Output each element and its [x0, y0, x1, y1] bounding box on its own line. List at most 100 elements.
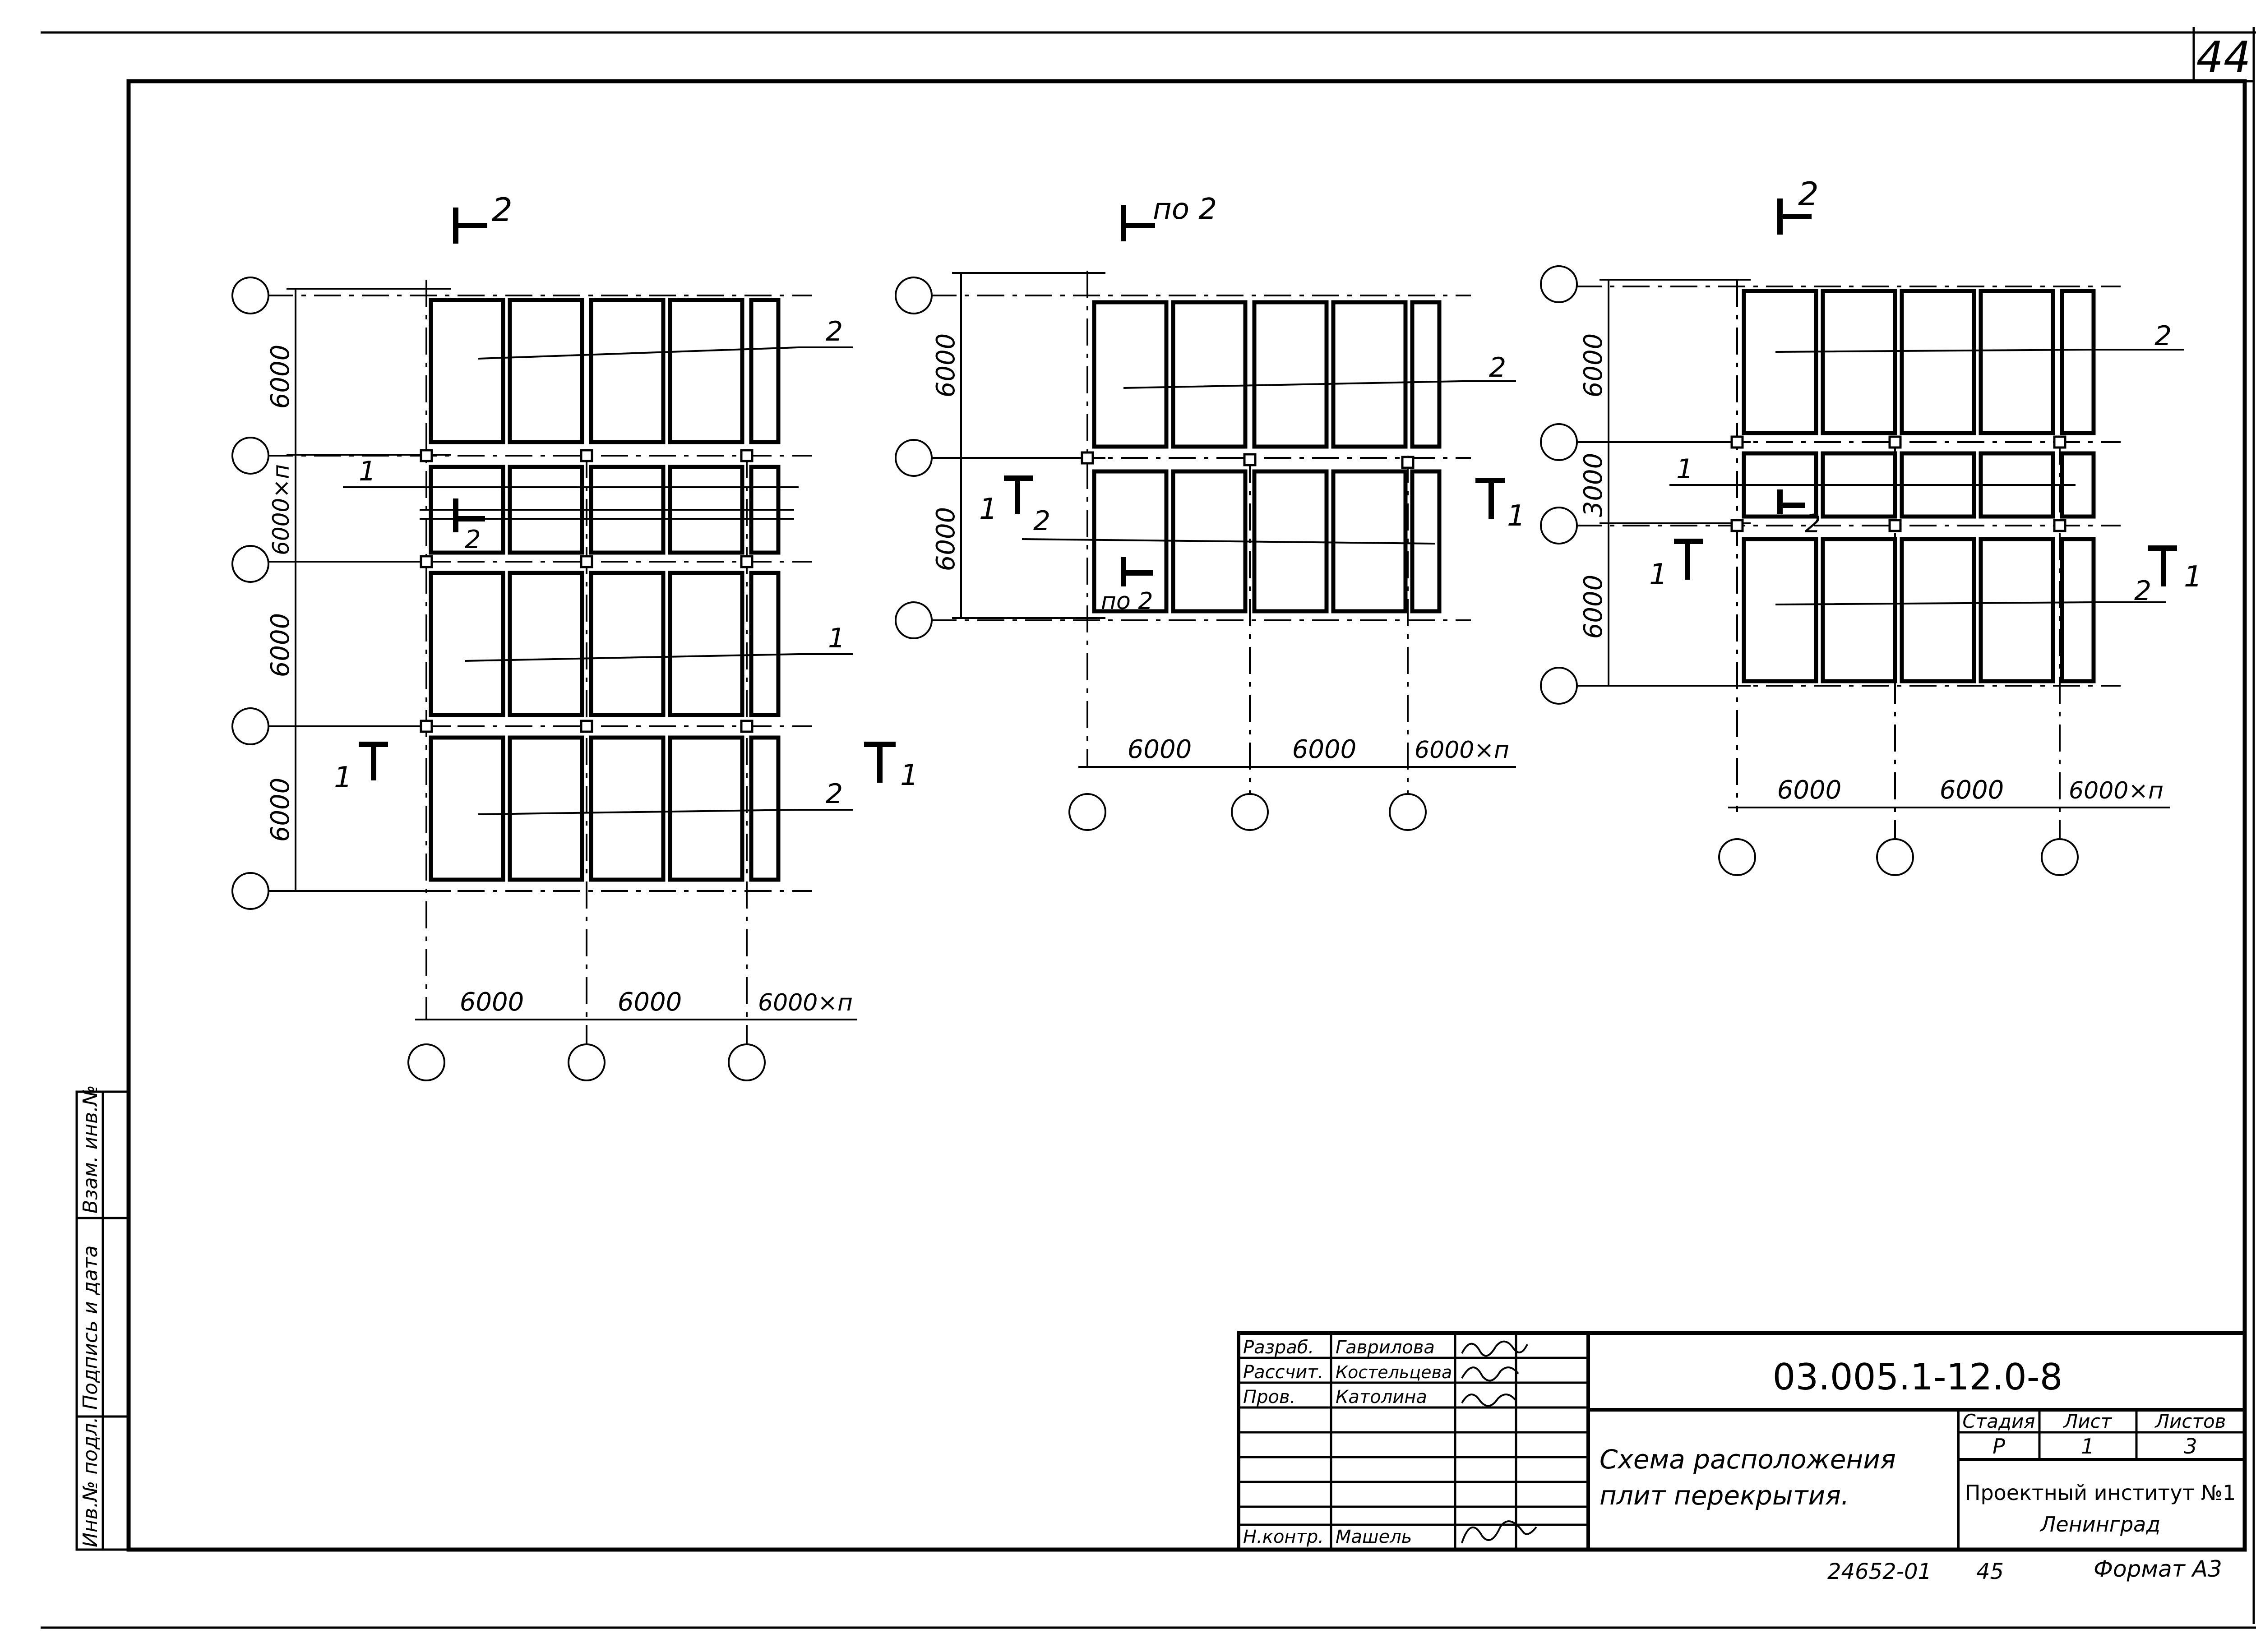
slab-grid: [1092, 300, 1442, 614]
section-marker-icon: [1777, 489, 1805, 514]
dim-vertical: 3000: [1579, 453, 1608, 517]
axis-bubble: [895, 439, 933, 477]
axis-bubble: [1540, 507, 1578, 545]
axis-bubble: [1540, 423, 1578, 461]
plan-right: [1540, 265, 2184, 876]
slab-mark: 2: [1033, 505, 1050, 537]
section-arrow-icon: [864, 742, 896, 783]
sheets-value: 3: [2184, 1434, 2197, 1458]
column-nodes: [1730, 435, 2066, 532]
axis-bubble: [231, 707, 269, 745]
stage-label: Стадия: [1962, 1410, 2035, 1432]
sheet-label: Лист: [2063, 1410, 2113, 1432]
axis-bubble: [231, 277, 269, 314]
side-stamp-signature-date: Подпись и дата: [79, 1246, 102, 1410]
dim-horizontal: 6000: [1292, 735, 1357, 764]
name-label: Католина: [1336, 1387, 1427, 1407]
slab-mark: 2: [826, 778, 843, 810]
axis-bubble: [231, 437, 269, 475]
name-label: Машель: [1336, 1527, 1412, 1547]
axis-bubble: [231, 872, 269, 910]
name-label: Гаврилова: [1336, 1337, 1435, 1358]
section-mark-top: 2: [1798, 175, 1819, 213]
sheet-value: 1: [2081, 1434, 2094, 1458]
name-label: Костельцева: [1336, 1362, 1452, 1382]
page-number: 44: [2196, 33, 2251, 83]
section-mark-top: 2: [492, 191, 513, 229]
role-label: Пров.: [1243, 1387, 1295, 1407]
stage-value: Р: [1992, 1434, 2005, 1458]
axis-bubble: [1389, 793, 1427, 831]
dim-vertical: 6000: [266, 778, 295, 842]
slab-mark: 2: [2154, 320, 2172, 352]
plan-middle: [895, 271, 1516, 831]
section-mark-inner: по 2: [1101, 588, 1153, 615]
column-nodes: [420, 449, 754, 733]
dim-horizontal: 6000: [460, 988, 524, 1017]
dim-vertical: 6000: [266, 613, 295, 678]
section-arrow-icon: [359, 742, 388, 780]
dim-horizontal: 6000×п: [1415, 737, 1509, 764]
slab-mark: 1: [828, 623, 845, 654]
side-stamp: [75, 1090, 130, 1551]
footer-code: 24652-01: [1827, 1559, 1932, 1584]
dim-vertical: 6000: [1579, 333, 1608, 398]
dim-horizontal: 6000×п: [2069, 777, 2164, 804]
dim-horizontal: 6000: [1128, 735, 1192, 764]
axis-bubble: [2041, 838, 2079, 876]
slab-mark: 2: [1489, 352, 1506, 383]
dim-vertical: 6000: [931, 333, 961, 398]
title-block: [1237, 1331, 2247, 1551]
drawing-title-line1: Схема расположения: [1600, 1444, 1896, 1475]
section-mark-inner: 2: [465, 525, 481, 554]
slab-mark: 1: [1676, 453, 1693, 485]
format-label: Формат А3: [2094, 1556, 2222, 1582]
section-arrow-icon: [2148, 545, 2177, 586]
section-marker-icon: [453, 498, 485, 532]
axis-bubble: [1540, 265, 1578, 303]
axis-bubble: [407, 1043, 445, 1081]
section-mark-left: 1: [334, 761, 352, 794]
footer-number: 45: [1976, 1559, 2004, 1584]
dim-horizontal: 6000: [1940, 775, 2004, 805]
section-marker-icon: [1121, 205, 1155, 241]
dim-horizontal: 6000: [1777, 775, 1842, 805]
dim-vertical: 6000×п: [268, 464, 294, 555]
axis-bubble: [895, 277, 933, 314]
section-marker-icon: [453, 208, 487, 244]
role-label: Рассчит.: [1243, 1362, 1323, 1383]
section-arrow-icon: [1475, 478, 1505, 519]
dim-vertical: 6000: [1579, 575, 1608, 639]
axis-bubble: [1068, 793, 1106, 831]
section-marker-icon: [1777, 198, 1812, 235]
role-label: Н.контр.: [1243, 1527, 1324, 1547]
section-mark-right: 1: [1507, 499, 1526, 533]
column-nodes: [1081, 451, 1415, 469]
axis-bubble: [1718, 838, 1756, 876]
sheets-label: Листов: [2154, 1410, 2226, 1432]
slab-mark: 2: [826, 316, 843, 347]
dim-vertical: 6000: [266, 345, 295, 409]
axis-bubble: [1540, 667, 1578, 705]
section-marker-icon: [1121, 557, 1153, 586]
slab-mark: 1: [359, 456, 376, 487]
section-mark-inner: 2: [1805, 509, 1821, 539]
dim-horizontal: 6000×п: [758, 989, 853, 1016]
axis-bubble: [568, 1043, 606, 1081]
slab-grid: [429, 298, 781, 882]
section-mark-left: 1: [979, 493, 998, 526]
section-mark-right: 1: [900, 759, 919, 792]
sheet-frame: [41, 27, 2256, 1629]
axis-bubble: [895, 601, 933, 639]
section-mark-top: по 2: [1153, 193, 1217, 226]
section-arrow-icon: [1674, 539, 1703, 580]
drawing-title-line2: плит перекрытия.: [1600, 1480, 1849, 1511]
section-mark-right: 1: [2184, 560, 2202, 594]
section-arrow-icon: [1004, 475, 1033, 514]
plan-left: [231, 277, 857, 1081]
side-stamp-inv-no: Инв.№ подл.: [79, 1417, 102, 1547]
dim-vertical: 6000: [931, 507, 961, 572]
axis-bubble: [231, 545, 269, 583]
signature-icon: [1461, 1340, 1537, 1543]
